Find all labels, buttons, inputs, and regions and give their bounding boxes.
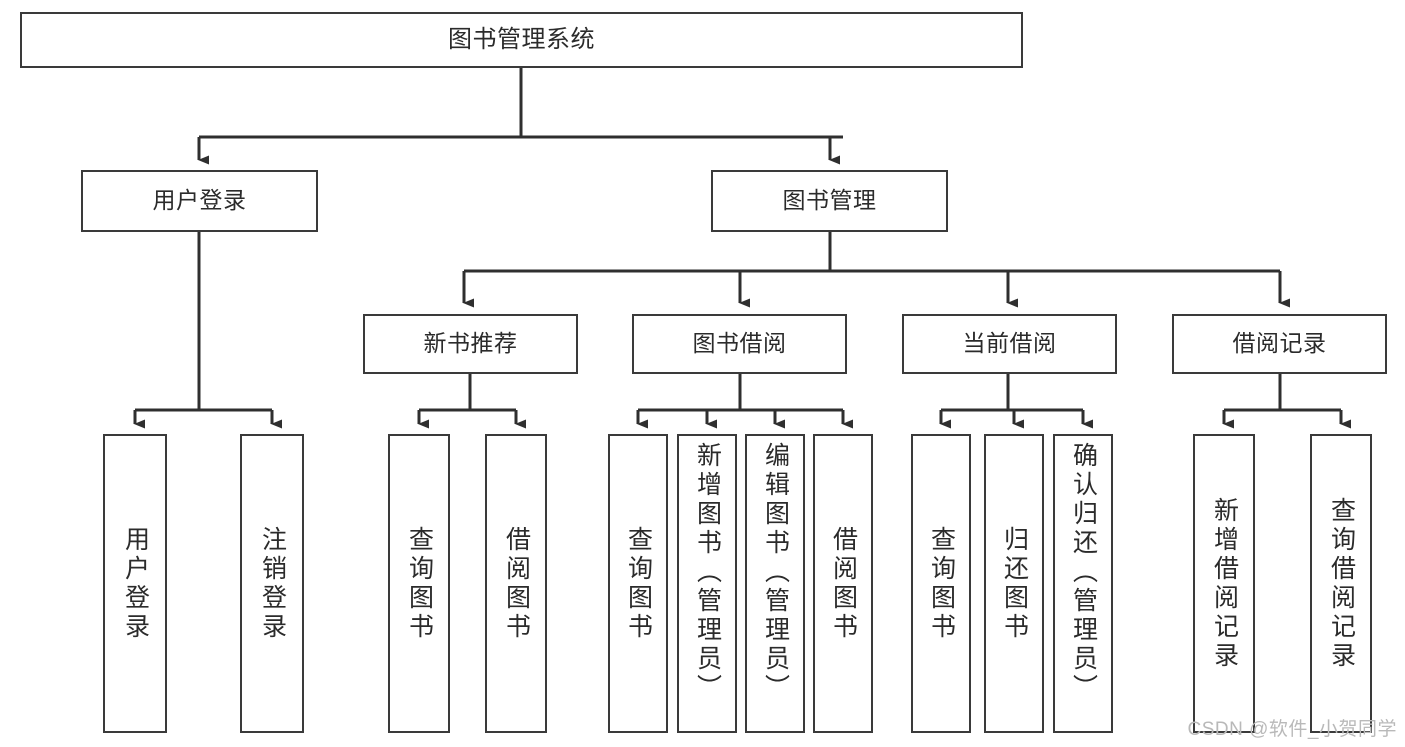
node-user-logout-leaf-label: 注销登录 [258,525,287,642]
node-book-borrow-label: 图书借阅 [692,330,787,357]
node-return-book-label: 归还图书 [1000,525,1029,642]
node-query-borrow-record[interactable]: 查询借阅记录 [1310,434,1372,733]
node-query-book-1[interactable]: 查询图书 [388,434,450,733]
node-user-login-label: 用户登录 [152,187,247,214]
node-query-book-2-label: 查询图书 [624,525,653,642]
node-add-book-admin-label: 新增图书（管理员） [693,442,722,703]
node-query-borrow-record-label: 查询借阅记录 [1327,496,1356,671]
node-root[interactable]: 图书管理系统 [20,12,1023,68]
node-query-book-3[interactable]: 查询图书 [911,434,971,733]
node-query-book-2[interactable]: 查询图书 [608,434,668,733]
node-confirm-return-admin[interactable]: 确认归还（管理员） [1053,434,1113,733]
node-borrow-record-label: 借阅记录 [1232,330,1327,357]
node-borrow-book-2[interactable]: 借阅图书 [813,434,873,733]
node-borrow-book-1[interactable]: 借阅图书 [485,434,547,733]
node-add-borrow-record[interactable]: 新增借阅记录 [1193,434,1255,733]
node-current-borrow[interactable]: 当前借阅 [902,314,1117,374]
node-borrow-book-1-label: 借阅图书 [502,525,531,642]
node-book-management[interactable]: 图书管理 [711,170,948,232]
node-query-book-1-label: 查询图书 [405,525,434,642]
node-user-login-leaf[interactable]: 用户登录 [103,434,167,733]
node-add-borrow-record-label: 新增借阅记录 [1210,496,1239,671]
node-query-book-3-label: 查询图书 [927,525,956,642]
node-user-login[interactable]: 用户登录 [81,170,318,232]
node-new-book-recommend-label: 新书推荐 [423,330,518,357]
node-return-book[interactable]: 归还图书 [984,434,1044,733]
node-user-logout-leaf[interactable]: 注销登录 [240,434,304,733]
node-new-book-recommend[interactable]: 新书推荐 [363,314,578,374]
node-borrow-book-2-label: 借阅图书 [829,525,858,642]
node-borrow-record[interactable]: 借阅记录 [1172,314,1387,374]
node-user-login-leaf-label: 用户登录 [121,525,150,642]
node-confirm-return-admin-label: 确认归还（管理员） [1069,442,1098,703]
node-edit-book-admin[interactable]: 编辑图书（管理员） [745,434,805,733]
node-book-borrow[interactable]: 图书借阅 [632,314,847,374]
node-add-book-admin[interactable]: 新增图书（管理员） [677,434,737,733]
node-root-label: 图书管理系统 [448,25,595,53]
node-current-borrow-label: 当前借阅 [962,330,1057,357]
node-edit-book-admin-label: 编辑图书（管理员） [761,442,790,703]
node-book-management-label: 图书管理 [782,187,877,214]
watermark: CSDN @软件_小贺同学 [1187,719,1397,740]
